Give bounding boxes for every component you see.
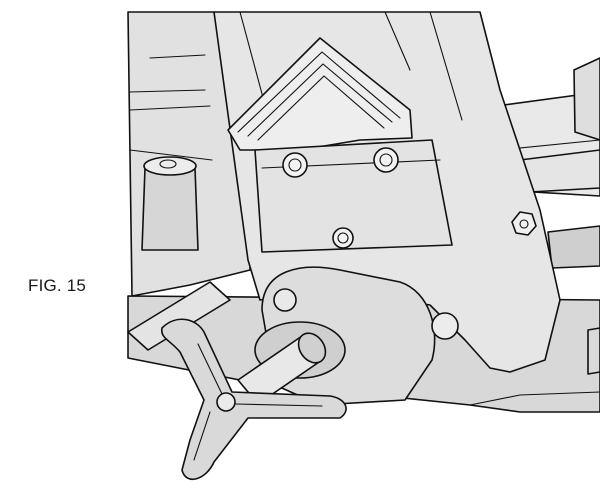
screw-icon [282,152,308,178]
figure-label: FIG. 15 [28,276,87,295]
screw-icon [373,147,399,173]
hex-bolt-icon [511,211,537,236]
pivot-rod [127,281,231,351]
spindle-shaft [237,332,327,405]
screw-icon [332,227,354,249]
base-pillar [141,156,199,251]
cover-plate [254,139,453,253]
blade-guard-block [227,37,413,151]
tri-knob-handle-icon [160,318,347,481]
